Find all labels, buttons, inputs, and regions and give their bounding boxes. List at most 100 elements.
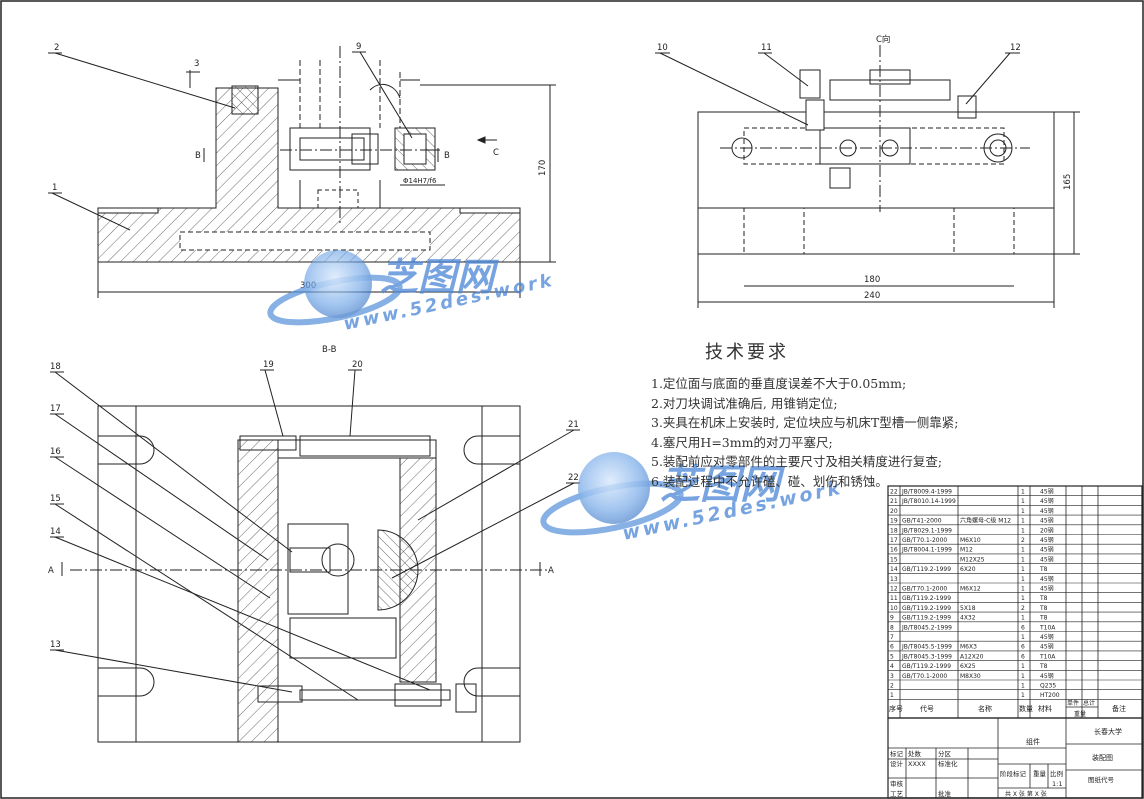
watermark-1: 芝图网 www.52des.work — [267, 250, 556, 335]
balloon-22: 22 — [568, 473, 579, 483]
bom-cell-code: GB/T119.2-1999 — [902, 566, 951, 573]
bom-cell-name: 5X18 — [960, 605, 976, 612]
section-a-left: A — [48, 566, 54, 576]
bom-cell-no: 10 — [890, 605, 898, 612]
tech-requirements: 技术要求 1.定位面与底面的垂直度误差不大于0.05mm; 2.对刀块调试准确后… — [651, 338, 1011, 491]
tb-designer: XXXX — [908, 760, 926, 768]
bom-cell-no: 16 — [890, 547, 898, 554]
bom-cell-qty: 6 — [1021, 624, 1025, 631]
bom-cell-name: 六角螺母-C级 M12 — [960, 517, 1011, 525]
bom-cell-name: 6X25 — [960, 663, 976, 670]
bom-cell-code: JB/T8010.14-1999 — [901, 498, 956, 505]
bom-cell-qty: 6 — [1021, 644, 1025, 651]
watermark-brand-1: 芝图网 — [380, 255, 499, 299]
bom-cell-qty: 1 — [1021, 498, 1025, 505]
side-view — [655, 45, 1080, 308]
bom-cell-code: JB/T8004.1-1999 — [901, 547, 952, 554]
tb-standard: 标准化 — [938, 759, 958, 768]
bom-cell-no: 20 — [890, 508, 898, 515]
tech-req-2: 2.对刀块调试准确后, 用锥销定位; — [651, 395, 838, 411]
bom-cell-no: 1 — [890, 692, 894, 699]
bom-cell-code: JB/T8009.4-1999 — [901, 489, 952, 496]
bom-cell-no: 2 — [890, 683, 894, 690]
bom-cell-no: 15 — [890, 556, 898, 563]
bom-cell-code: GB/T119.2-1999 — [902, 615, 951, 622]
bom-cell-qty: 1 — [1021, 673, 1025, 680]
drawing-code: 图纸代号 — [1088, 775, 1115, 784]
bom-cell-mat: HT200 — [1040, 692, 1060, 699]
bom-cell-qty: 1 — [1021, 527, 1025, 534]
bom-cell-mat: 20钢 — [1040, 526, 1054, 534]
bom-cell-code: GB/T70.1-2000 — [902, 586, 947, 593]
tb-count: 处数 — [908, 749, 922, 758]
side-view-text: C向 10 11 12 180 240 165 — [657, 34, 1073, 301]
balloon-16: 16 — [50, 447, 61, 457]
tech-req-5: 5.装配前应对零部件的主要尺寸及相关精度进行复查; — [651, 454, 943, 469]
balloon-14: 14 — [50, 527, 61, 537]
dim-side-height: 165 — [1063, 174, 1073, 190]
tb-process: 工艺 — [890, 790, 904, 798]
bom-cell-qty: 1 — [1021, 508, 1025, 515]
bom-cell-mat: T8 — [1039, 605, 1048, 612]
bom-head-code: 代号 — [920, 704, 934, 713]
balloon-1: 1 — [52, 183, 57, 193]
bom-cell-qty: 1 — [1021, 683, 1025, 690]
bom-cell-no: 18 — [890, 527, 898, 534]
dim-fit: Φ14H7/f6 — [403, 177, 437, 185]
bom-cell-mat: 45钢 — [1040, 488, 1054, 496]
bom-cell-qty: 1 — [1021, 489, 1025, 496]
bom-cell-no: 12 — [890, 586, 898, 593]
bom-cell-mat: 45钢 — [1040, 585, 1054, 593]
balloon-17: 17 — [50, 404, 61, 414]
tech-req-6: 6.装配过程中不允许磕、碰、划伤和锈蚀。 — [651, 473, 888, 489]
balloon-11: 11 — [761, 43, 772, 53]
bom-cell-qty: 1 — [1021, 518, 1025, 525]
bom-cell-name: M6X12 — [960, 586, 981, 593]
bom-cell-mat: 45钢 — [1040, 633, 1054, 641]
bom-cell-mat: T8 — [1039, 663, 1048, 670]
bom-cell-code: GB/T119.2-1999 — [902, 595, 951, 602]
balloon-15: 15 — [50, 494, 61, 504]
balloon-21: 21 — [568, 420, 579, 430]
bom-cell-qty: 1 — [1021, 663, 1025, 670]
bom-cell-qty: 1 — [1021, 556, 1025, 563]
bom-cell-mat: T8 — [1039, 566, 1048, 573]
bom-cell-qty: 1 — [1021, 547, 1025, 554]
bom-cell-no: 22 — [890, 489, 898, 496]
balloon-10: 10 — [657, 43, 668, 53]
bom-cell-qty: 1 — [1021, 595, 1025, 602]
bom-head-seq: 序号 — [889, 704, 903, 713]
section-title: B-B — [322, 345, 337, 355]
title-block-text: 长春大学 装配图 图纸代号 组件 阶段标记 重量 比例 1:1 共 X 张 第 … — [890, 727, 1122, 798]
bom-cell-no: 6 — [890, 644, 894, 651]
bom-cell-name: 6X20 — [960, 566, 976, 573]
bom-cell-no: 19 — [890, 518, 898, 525]
bom-cell-name: M12X25 — [960, 556, 985, 563]
group-label: 组件 — [1026, 737, 1040, 746]
bom-cell-code: JB/T8029.1-1999 — [901, 527, 952, 534]
bom-head-weight: 重量 — [1074, 710, 1086, 718]
drawing-name: 装配图 — [1092, 753, 1113, 762]
bom-cell-mat: 45钢 — [1040, 555, 1054, 563]
weight-label: 重量 — [1033, 770, 1047, 778]
title-block — [887, 717, 1143, 799]
bom-cell-mat: T8 — [1039, 595, 1048, 602]
tech-req-4: 4.塞尺用H=3mm的对刀平塞尺; — [651, 434, 833, 450]
bom-cell-code: JB/T8045.3-1999 — [901, 653, 952, 660]
bom-cell-no: 8 — [890, 624, 894, 631]
bom-head-unit: 单件 — [1067, 699, 1079, 707]
bom-head-note: 备注 — [1112, 704, 1126, 713]
bom-head-mat: 材料 — [1038, 704, 1052, 713]
bom-cell-qty: 1 — [1021, 692, 1025, 699]
view-c-label: C — [493, 148, 499, 158]
bom-cell-no: 11 — [890, 595, 898, 602]
section-b-left: B — [195, 151, 201, 161]
bom-cell-name: M8X30 — [960, 673, 981, 680]
bom-cell-mat: 45钢 — [1040, 672, 1054, 680]
bom-cell-qty: 1 — [1021, 634, 1025, 641]
balloon-9: 9 — [356, 42, 361, 52]
bom-cell-no: 7 — [890, 634, 894, 641]
tech-req-1: 1.定位面与底面的垂直度误差不大于0.05mm; — [651, 376, 907, 391]
